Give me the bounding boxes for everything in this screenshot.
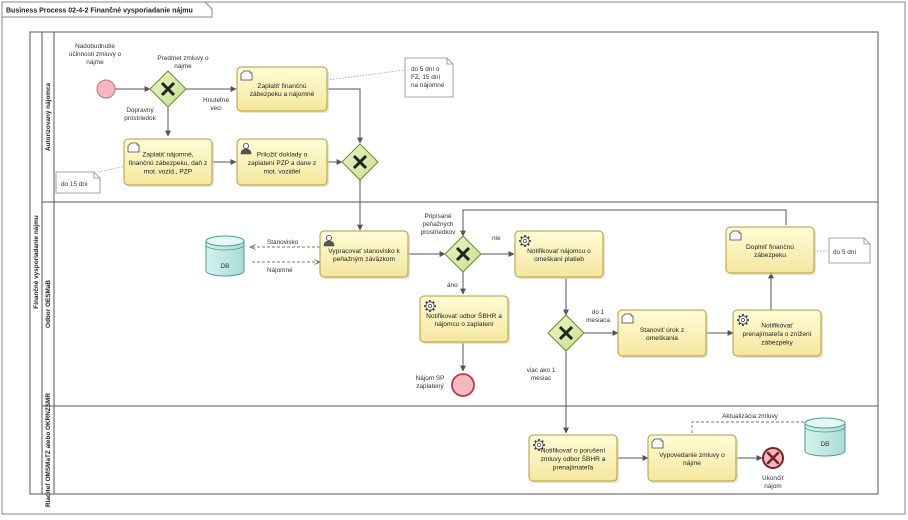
manual-task-icon (127, 142, 140, 153)
task-label: Zaplatiť nájomné,finančnú zábezpeku, daň… (129, 152, 207, 176)
gateway-omeskanie[interactable] (547, 314, 585, 352)
gateway-pripisane[interactable] (444, 235, 482, 273)
service-task-icon (519, 235, 531, 247)
svg-text:do 15 dní: do 15 dní (61, 181, 88, 188)
lane-label-1: Autorizovaný nájomca (45, 82, 52, 151)
manual-task-icon (651, 438, 664, 449)
flow-label-najomne: Nájomné (267, 267, 293, 274)
annotation-a3: do 5 dní (828, 237, 871, 264)
flow-label-stanovisko: Stanovisko (267, 239, 299, 246)
gateway-merge[interactable] (341, 143, 379, 181)
gateway-predmet-zmluvy[interactable] (149, 70, 187, 108)
end-event-najom-zaplateny[interactable] (451, 373, 475, 397)
user-task-icon (240, 142, 252, 155)
sequence-flows (115, 86, 787, 461)
task-t2[interactable]: Zaplatiť nájomné,finančnú zábezpeku, daň… (123, 138, 214, 187)
title-tab (1, 1, 213, 18)
manual-task-icon (621, 313, 634, 324)
flow-label-aktualizacia: Aktualizácia zmluvy (722, 413, 779, 420)
svg-text:do 5 dní: do 5 dní (833, 249, 856, 256)
lane-label-2: Odbor OESMaB (45, 280, 52, 328)
svg-text:DB: DB (221, 263, 230, 270)
lane-label-3: Riaditeľ OMSMaTZ alebo OKRNZSMR (45, 393, 52, 507)
datastore-db-1[interactable]: DB (205, 235, 245, 277)
service-task-icon (424, 300, 436, 312)
manual-task-icon (729, 230, 742, 241)
service-task-icon (737, 314, 749, 326)
datastore-db-2[interactable]: DB (804, 417, 846, 457)
terminate-end-event[interactable] (762, 447, 784, 469)
pool-label: Finančné vysporiadanie nájmu (33, 215, 40, 308)
start-event[interactable] (96, 79, 116, 99)
diagram-title: Business Process 02-4-2 Finančné vyspori… (6, 8, 193, 15)
svg-text:DB: DB (821, 441, 830, 448)
flow-label-nie: nie (492, 235, 501, 242)
lane-riaditel (41, 405, 879, 495)
manual-task-icon (240, 70, 253, 81)
annotation-links (97, 69, 829, 252)
annotation-a2: do 15 dní (55, 171, 101, 194)
flow-label-ano: áno (447, 282, 458, 289)
service-task-icon (533, 439, 545, 451)
user-task-icon (323, 234, 335, 247)
